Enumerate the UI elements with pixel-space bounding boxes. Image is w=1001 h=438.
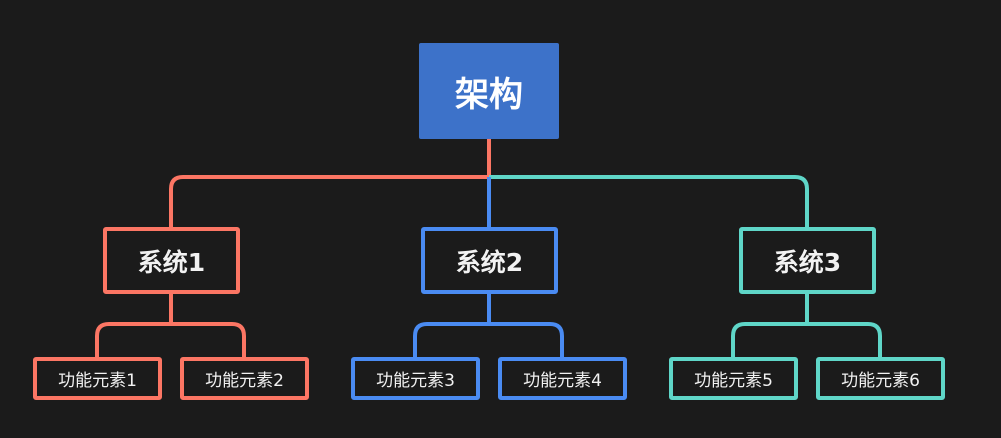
system-node-1[interactable]: 系统1: [103, 227, 240, 294]
system-node-3[interactable]: 系统3: [739, 227, 876, 294]
element-label-1: 功能元素1: [58, 371, 137, 391]
connector-system-1-elements: [95, 294, 246, 357]
connector-system-2-elements: [413, 294, 564, 357]
root-node[interactable]: 架构: [419, 43, 559, 139]
element-node-1[interactable]: 功能元素1: [33, 357, 162, 400]
system-label-3: 系统3: [773, 247, 842, 277]
element-node-2[interactable]: 功能元素2: [180, 357, 309, 400]
element-label-3: 功能元素3: [376, 371, 455, 391]
element-label-6: 功能元素6: [841, 371, 920, 391]
element-label-5: 功能元素5: [694, 371, 773, 391]
root-label: 架构: [455, 74, 523, 115]
system-node-2[interactable]: 系统2: [421, 227, 558, 294]
element-node-3[interactable]: 功能元素3: [351, 357, 480, 400]
element-label-2: 功能元素2: [205, 371, 284, 391]
element-label-4: 功能元素4: [523, 371, 602, 391]
element-node-5[interactable]: 功能元素5: [669, 357, 798, 400]
system-label-1: 系统1: [137, 247, 206, 277]
connector-system-3-elements: [731, 294, 882, 357]
connector-root-system-1: [169, 139, 491, 227]
system-label-2: 系统2: [455, 247, 524, 277]
connector-root-system-3: [489, 175, 809, 227]
element-node-4[interactable]: 功能元素4: [498, 357, 627, 400]
element-node-6[interactable]: 功能元素6: [816, 357, 945, 400]
